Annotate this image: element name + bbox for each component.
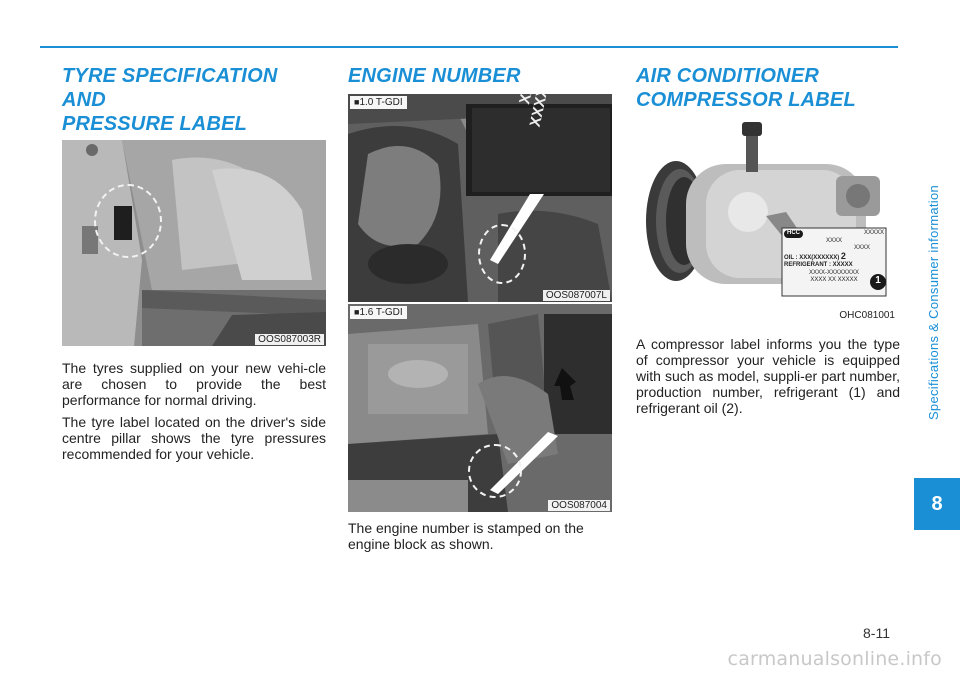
callout-2: 2 <box>840 250 846 261</box>
tyre-label-photo: OOS087003R <box>62 140 326 346</box>
tyre-label-section: TYRE SPECIFICATION AND PRESSURE LABEL OO… <box>62 64 326 468</box>
section-title-text: Specifications & Consumer information <box>926 184 942 421</box>
engine-tag-1: 1.0 T-GDI <box>350 96 407 109</box>
hcc-logo: HCC <box>784 230 803 238</box>
image-caption: OOS087003R <box>255 334 324 345</box>
tyre-paragraph-1: The tyres supplied on your new vehi-cle … <box>62 360 326 408</box>
engine-bay-illustration-1 <box>348 94 612 302</box>
engine-number-section: ENGINE NUMBER XXXX XXXXXXXX 1.0 T-GDI OO… <box>348 64 612 558</box>
ac-compressor-photo: HCC XXXXX XXXX XXXX OIL : XXX(XXXXXX) 2 … <box>636 116 900 322</box>
page-number: 8-11 <box>863 625 890 641</box>
heading-line-2: COMPRESSOR LABEL <box>636 89 856 111</box>
watermark: carmanualsonline.info <box>727 648 942 670</box>
compressor-illustration <box>636 116 900 322</box>
highlight-circle <box>478 224 526 284</box>
image-caption: OHC081001 <box>836 310 898 321</box>
label-line-2: XXXX <box>825 237 842 244</box>
engine-photo-1: XXXX XXXXXXXX 1.0 T-GDI OOS087007L <box>348 94 612 302</box>
heading-line-2: PRESSURE LABEL <box>62 113 248 135</box>
image-caption: OOS087004 <box>548 500 610 511</box>
chapter-tab[interactable]: 8 <box>914 478 960 530</box>
heading-line-1: TYRE SPECIFICATION AND <box>62 65 278 111</box>
highlight-circle <box>94 184 162 258</box>
ac-compressor-section: AIR CONDITIONER COMPRESSOR LABEL HCC XXX… <box>636 64 900 422</box>
highlight-circle <box>468 444 522 498</box>
callout-1: 1 <box>875 275 881 286</box>
engine-paragraph: The engine number is stamped on the engi… <box>348 520 584 552</box>
engine-number-heading: ENGINE NUMBER <box>348 65 521 87</box>
tyre-paragraph-2: The tyre label located on the driver's s… <box>62 414 326 462</box>
heading-line-1: AIR CONDITIONER <box>636 65 819 87</box>
image-caption: OOS087007L <box>542 290 610 301</box>
label-line-7: XXXX XX XXXXX <box>810 277 858 283</box>
label-refrigerant: REFRIGERANT : XXXXX <box>784 262 853 268</box>
tyre-label-heading: TYRE SPECIFICATION AND PRESSURE LABEL <box>62 64 326 136</box>
section-side-title: Specifications & Consumer information <box>922 130 946 475</box>
engine-tag-2: 1.6 T-GDI <box>350 306 407 319</box>
ac-paragraph: A compressor label informs you the type … <box>636 336 900 416</box>
chapter-number: 8 <box>931 492 943 515</box>
ac-compressor-heading: AIR CONDITIONER COMPRESSOR LABEL <box>636 64 900 112</box>
engine-photo-2: 1.6 T-GDI OOS087004 <box>348 304 612 512</box>
label-line-1: XXXXX <box>863 230 884 236</box>
label-line-6: XXXX-XXXXXXXX <box>808 269 860 276</box>
label-line-3: XXXX <box>853 245 870 251</box>
top-rule <box>40 46 898 48</box>
label-oil: OIL : XXX(XXXXXX) <box>784 254 840 261</box>
compressor-label: HCC XXXXX XXXX XXXX OIL : XXX(XXXXXX) 2 … <box>784 230 884 294</box>
